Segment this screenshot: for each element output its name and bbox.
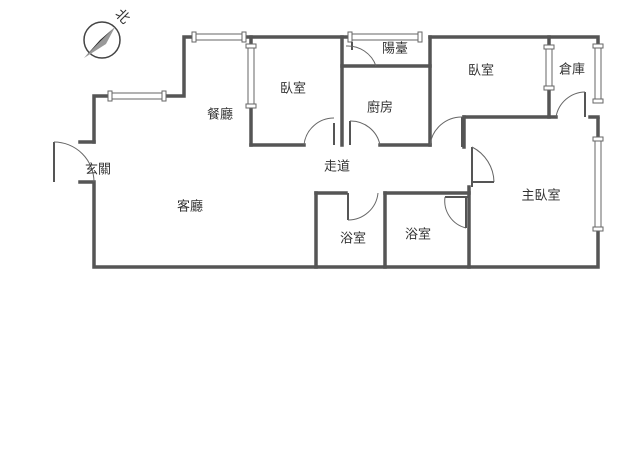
door-master-bedroom [471,146,495,187]
label-bathroom-1: 浴室 [340,230,366,245]
window-storage-east [592,43,604,104]
label-kitchen: 廚房 [367,99,393,114]
room-labels: 玄關 客廳 餐廳 臥室 陽臺 廚房 走道 臥室 倉庫 主臥室 浴室 浴室 [85,40,585,245]
compass: 北 [83,5,134,59]
door-kitchen [349,120,381,146]
door-balcony [345,42,377,67]
compass-arrow-light-icon [84,27,115,58]
door-bedroom-2 [429,116,463,147]
label-balcony: 陽臺 [382,40,408,55]
window-north-dining [191,31,247,43]
window-balcony [347,31,423,43]
label-bedroom-2: 臥室 [468,62,494,77]
windows [107,31,604,232]
door-bedroom-1 [303,117,335,146]
door-storage [555,91,586,118]
label-storage: 倉庫 [559,61,585,76]
label-corridor: 走道 [324,158,350,173]
door-entrance [53,141,95,183]
window-bedroom-1 [245,43,257,109]
label-master-bedroom: 主臥室 [521,187,560,202]
door-bathroom-2 [444,196,469,229]
label-dining-room: 餐廳 [207,106,233,121]
outer-walls [78,35,600,269]
label-bathroom-2: 浴室 [405,226,431,241]
window-storage-west [543,44,555,91]
interior-walls [249,35,600,269]
label-living-room: 客廳 [177,198,203,213]
doors [53,42,586,229]
label-entrance: 玄關 [85,161,111,176]
door-bathroom-1 [347,192,379,221]
window-entrance-west [107,90,167,102]
window-master-bedroom [592,136,604,232]
compass-north-label: 北 [112,5,133,26]
label-bedroom-1: 臥室 [280,80,306,95]
